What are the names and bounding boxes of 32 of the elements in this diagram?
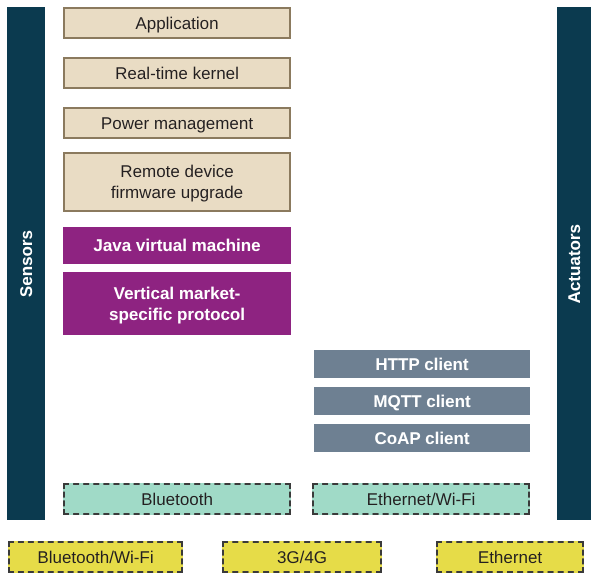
software-layer: [63, 152, 291, 212]
layer-label: Bluetooth: [141, 488, 213, 510]
bar-label: Sensors: [16, 230, 36, 298]
layer-label: Vertical market-specific protocol: [108, 282, 246, 324]
layer-label: MQTT client: [373, 390, 471, 412]
layer-label: Power management: [100, 112, 254, 134]
layer-label: Application: [134, 12, 220, 34]
bar-label: Actuators: [564, 224, 584, 304]
layer-label: 3G/4G: [276, 546, 328, 568]
layer-label: Remote device firmware upgrade: [110, 161, 244, 203]
software-layer: [63, 57, 291, 89]
layer-label: HTTP client: [375, 354, 469, 374]
client-layer: [314, 424, 530, 452]
actuator-bar: [557, 7, 591, 520]
client-layer: [314, 350, 530, 378]
software-layer: [63, 7, 291, 39]
layer-label: Bluetooth/Wi-Fi: [37, 546, 154, 568]
layer-label: Ethernet/Wi-Fi: [366, 488, 476, 510]
network-box: [436, 541, 584, 573]
layer-label: CoAP client: [374, 428, 470, 448]
layer-label: Real-time kernel: [114, 62, 240, 84]
connectivity-box: [312, 483, 530, 515]
software-layer: [63, 272, 291, 335]
client-layer: [314, 387, 530, 415]
sensor-bar: [7, 7, 45, 520]
connectivity-box: [63, 483, 291, 515]
software-layer: [63, 107, 291, 139]
layer-label: Ethernet: [478, 546, 542, 568]
layer-label: Java virtual machine: [92, 235, 262, 256]
software-layer: [63, 227, 291, 264]
network-box: [8, 541, 183, 573]
network-box: [222, 541, 382, 573]
